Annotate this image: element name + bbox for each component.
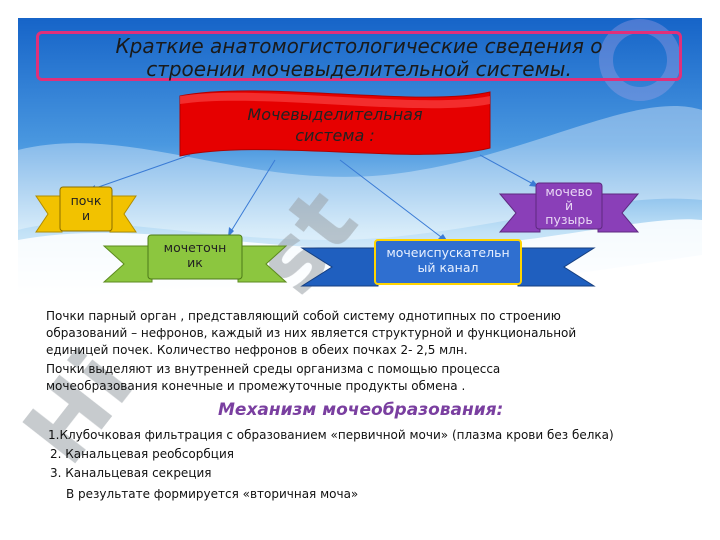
ribbon-urethra [300,239,596,287]
mechanism-title: Механизм мочеобразования: [218,400,504,420]
main-banner-line-2: система : [295,126,375,145]
main-banner-label: Мочевыделительная система : [205,104,465,146]
slide-title-line-2: строении мочевыделительной системы. [146,57,572,81]
paragraph-line-1: Почки парный орган , представляющий собо… [46,309,561,323]
ribbon-ureter [102,234,288,283]
paragraph-line-5: мочеобразования конечные и промежуточные… [46,379,466,393]
main-banner-line-1: Мочевыделительная [247,105,423,124]
mechanism-item-3: 3. Канальцевая секреция [50,466,212,480]
organ-ureter-line-1: мочеточн [163,240,227,255]
paragraph-line-2: образований – нефронов, каждый из них яв… [46,326,577,340]
connector-urethra [339,159,446,241]
connector-kidneys [89,154,191,191]
paragraph-line-3: единицей почек. Количество нефронов в об… [46,343,468,357]
mechanism-item-2: 2. Канальцевая реобсорбция [50,447,234,461]
connector-bladder [479,154,536,186]
organ-bladder-label: мочево й пузырь [536,185,602,227]
organ-bladder-line-3: пузырь [545,212,593,227]
mechanism-item-1: 1.Клубочковая фильтрация с образованием … [48,428,614,442]
slide-title: Краткие анатомогистологические сведения … [36,31,682,81]
organ-kidneys-label: почк и [60,193,112,223]
organ-ureter-label: мочеточн ик [148,240,242,270]
main-banner [179,90,491,157]
organ-kidneys-line-1: почк [70,193,102,208]
organ-urethra-line-2: ый канал [417,260,479,275]
connector-arrowheads [86,180,539,242]
connector-ureter [229,159,276,234]
paragraph-line-4: Почки выделяют из внутренней среды орган… [46,362,501,376]
organ-kidneys-line-2: и [81,208,91,223]
slide-title-line-1: Краткие анатомогистологические сведения … [115,34,603,58]
organ-bladder-line-1: мочево [545,184,593,199]
ribbon-kidneys [35,186,137,233]
connector-lines [89,154,536,241]
organ-bladder-line-2: й [564,198,574,213]
ribbon-bladder [498,182,640,233]
organ-urethra-label: мочеиспускательн ый канал [375,245,521,275]
organ-urethra-line-1: мочеиспускательн [386,245,510,260]
organ-ureter-line-2: ик [187,255,203,270]
mechanism-result: В результате формируется «вторичная моча… [66,487,359,501]
